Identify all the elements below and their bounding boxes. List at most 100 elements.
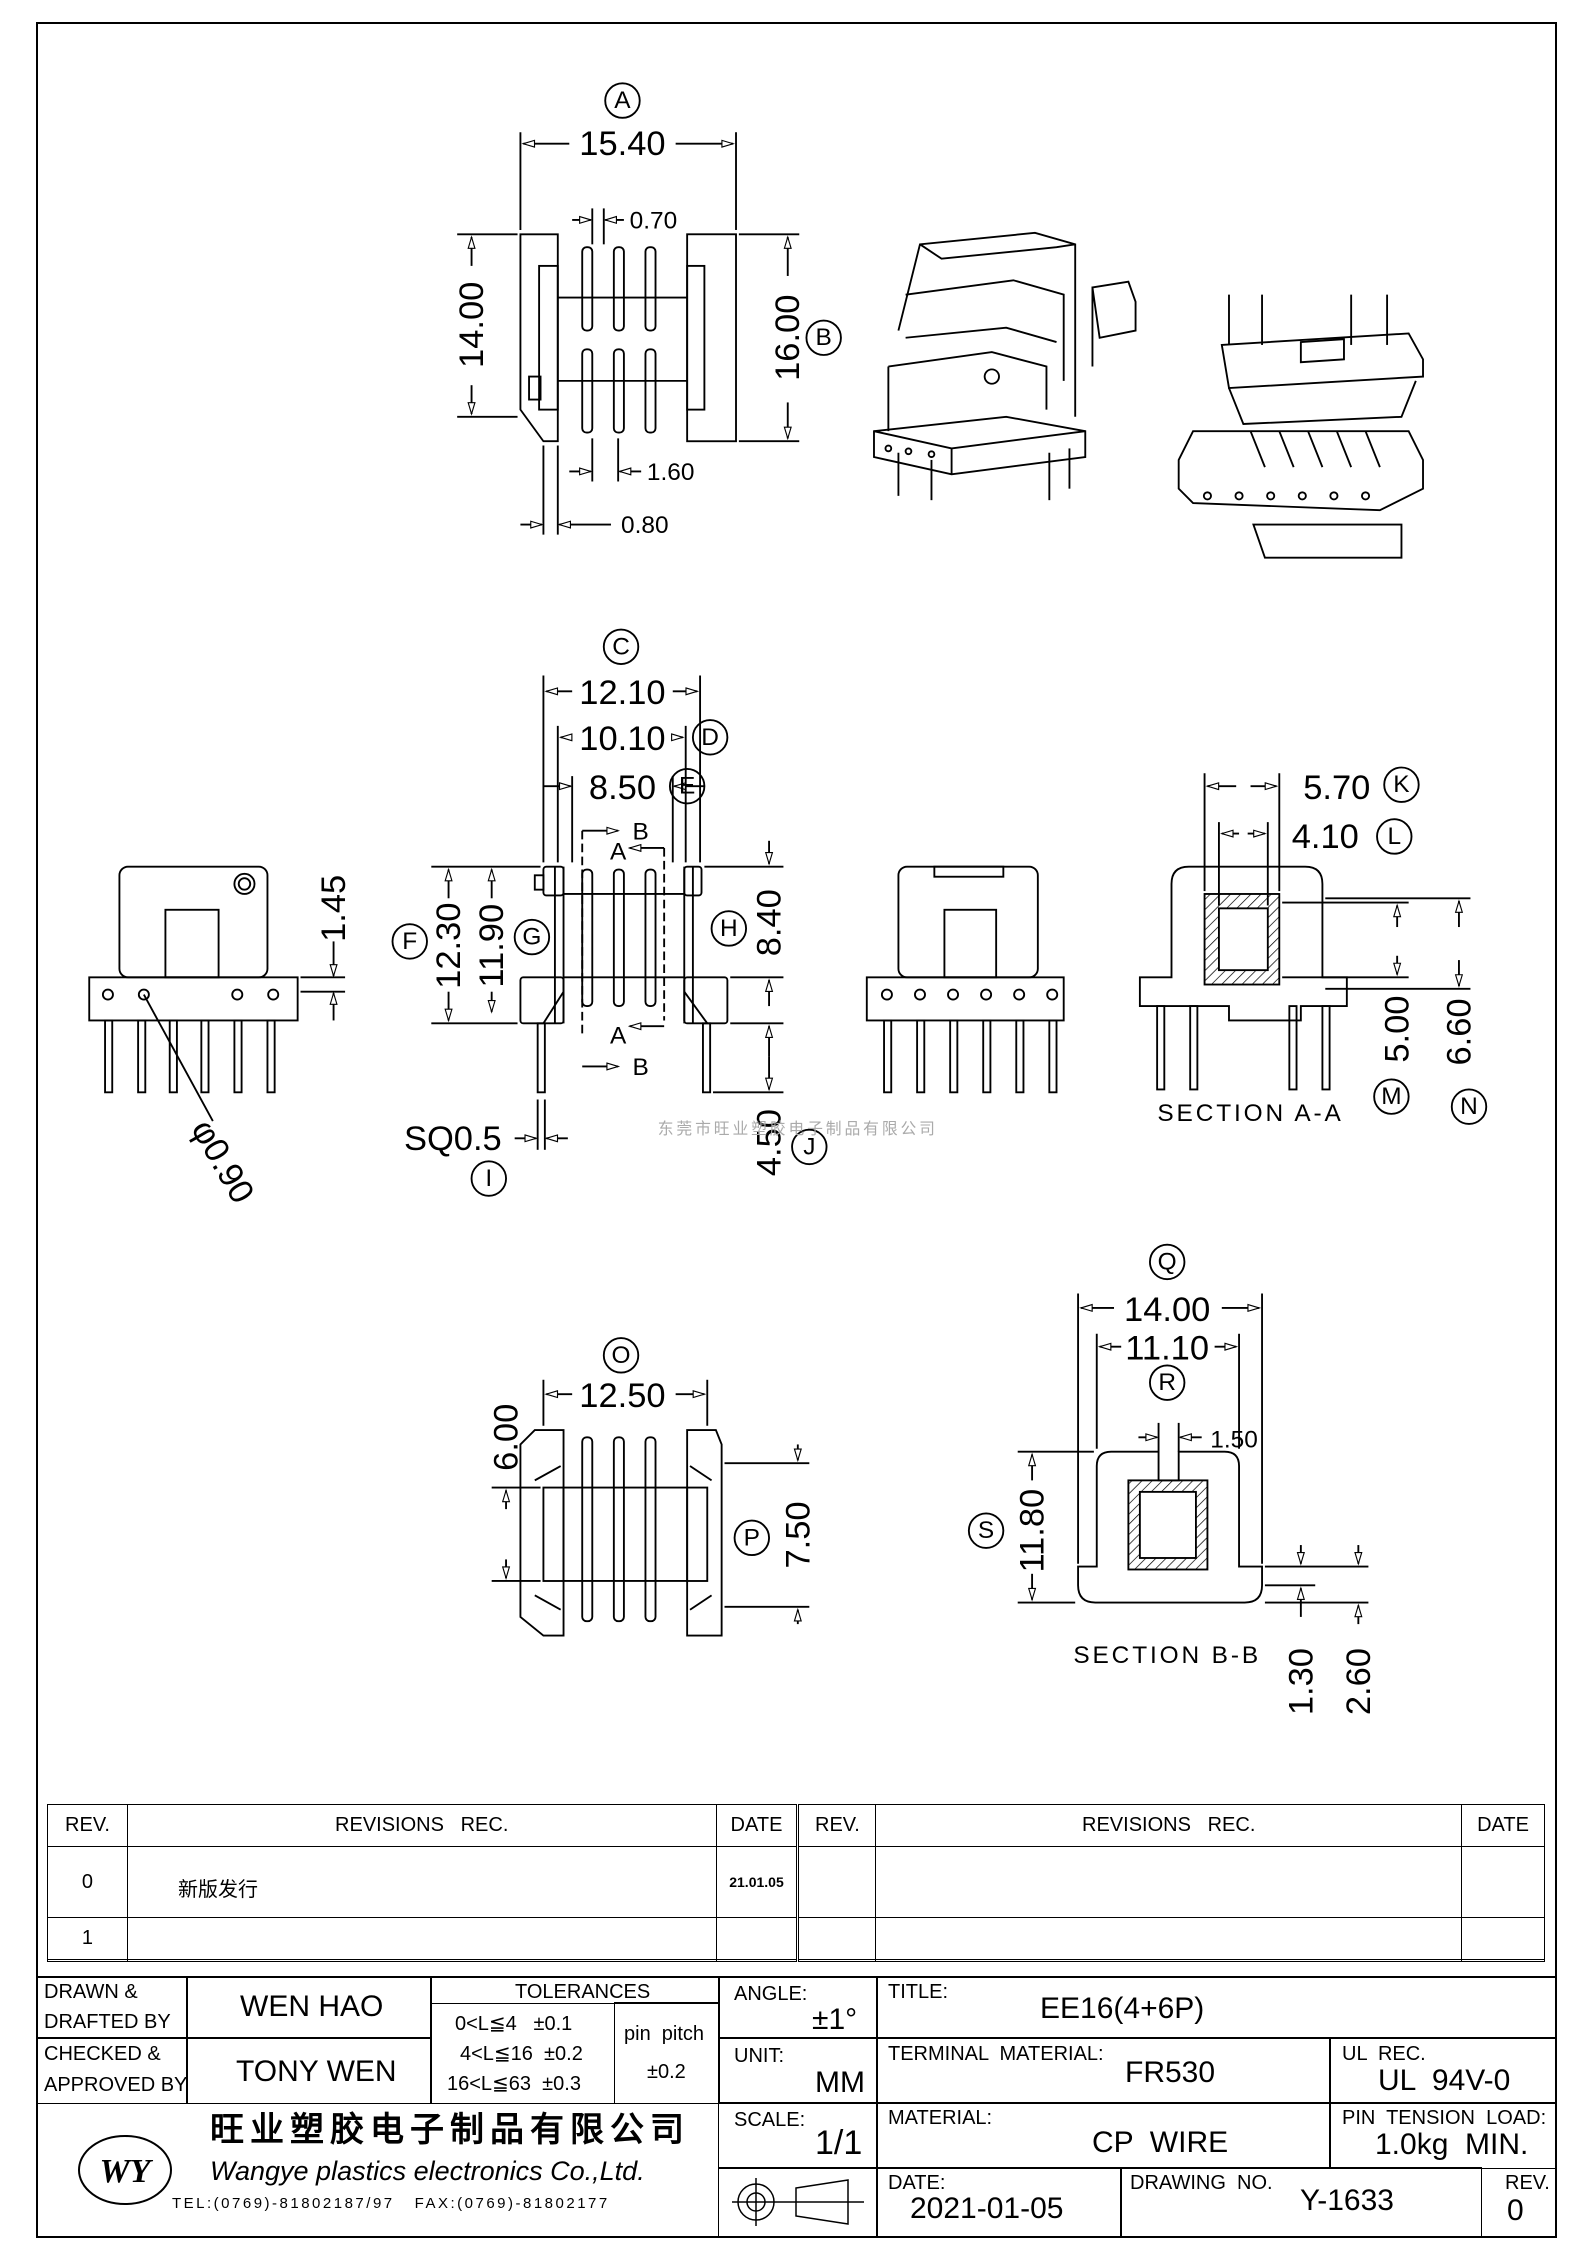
revision-row: 0 新版发行 21.01.05	[47, 1846, 1546, 1918]
rev-date	[715, 1959, 799, 1962]
dim-f: 12.30	[430, 903, 468, 989]
label-s: S	[978, 1517, 994, 1544]
label-g: G	[522, 924, 541, 951]
dim-s: 11.80	[1014, 1489, 1052, 1573]
section-aa-view	[1138, 766, 1488, 1125]
section-b-top: B	[633, 818, 649, 845]
dim-h: 8.40	[751, 889, 789, 956]
dim-height-left: 14.00	[453, 282, 491, 368]
isometric-view-1	[873, 231, 1137, 501]
label-c: C	[612, 633, 630, 660]
label-f: F	[402, 928, 417, 955]
pin-tension-value: 1.0kg MIN.	[1375, 2128, 1529, 2161]
dim-k: 5.70	[1303, 769, 1370, 807]
label-r: R	[1158, 1369, 1176, 1396]
dim-e: 8.50	[589, 769, 656, 807]
date-value: 2021-01-05	[910, 2192, 1064, 2225]
dim-pin-diameter: φ0.90	[184, 1113, 262, 1209]
dim-side: 1.45	[315, 875, 353, 942]
section-bb-title: SECTION B-B	[1073, 1642, 1261, 1669]
unit-value: MM	[815, 2066, 865, 2099]
side-view	[88, 865, 346, 1122]
label-h: H	[720, 915, 738, 942]
dim-p: 7.50	[779, 1501, 817, 1568]
approved-by: TONY WEN	[236, 2055, 397, 2088]
checked-label: CHECKED &	[44, 2043, 161, 2065]
angle-value: ±1°	[812, 2003, 858, 2036]
ul-rec-value: UL 94V-0	[1378, 2064, 1511, 2097]
label-k: K	[1393, 771, 1410, 798]
dim-m: 5.00	[1379, 996, 1417, 1063]
dim-j: 4.50	[751, 1109, 789, 1176]
dim-c: 12.10	[579, 674, 665, 712]
scale-value: 1/1	[815, 2124, 863, 2162]
revision-row: 1	[47, 1916, 1546, 1961]
watermark: 东莞市旺业塑胶电子制品有限公司	[658, 1120, 938, 1138]
rev-number: 1	[47, 1916, 128, 1961]
dim-bb-2: 2.60	[1340, 1648, 1378, 1715]
header-rev: REV.	[47, 1803, 128, 1848]
rev-description: 新版发行	[126, 1846, 717, 1918]
label-p: P	[744, 1524, 760, 1551]
drawn-label: DRAWN &	[44, 1981, 138, 2003]
top-view	[457, 82, 842, 535]
tolerance-range: 16<L≦63 ±0.3	[447, 2073, 581, 2095]
dim-g: 11.90	[473, 904, 511, 988]
label-m: M	[1381, 1083, 1401, 1110]
scale-label: SCALE:	[734, 2109, 806, 2131]
rev-description	[126, 1916, 717, 1961]
ul-rec-label: UL REC.	[1342, 2043, 1426, 2065]
approved-label: APPROVED BY	[44, 2074, 188, 2096]
header-rec: REVISIONS REC.	[126, 1803, 717, 1848]
company-contact: TEL:(0769)-81802187/97 FAX:(0769)-818021…	[172, 2195, 610, 2212]
rev-date	[715, 1916, 799, 1961]
rev-description	[126, 1959, 717, 1962]
dim-width: 15.40	[579, 125, 665, 163]
material-value: CP WIRE	[1092, 2126, 1229, 2159]
pin-pitch-label: pin pitch	[624, 2023, 705, 2045]
label-a: A	[614, 87, 631, 114]
svg-text:WY: WY	[100, 2153, 154, 2190]
dim-r: 11.10	[1125, 1330, 1209, 1368]
company-logo: WY	[78, 2135, 172, 2205]
bottom-view	[491, 1337, 810, 1637]
label-i: I	[485, 1165, 492, 1192]
dim-o: 12.50	[579, 1377, 665, 1415]
material-label: MATERIAL:	[888, 2107, 993, 2129]
rev-value: 0	[1507, 2194, 1524, 2227]
header-rec-2: REVISIONS REC.	[875, 1803, 1462, 1848]
projection-symbol-icon	[732, 2178, 864, 2226]
header-date: DATE	[715, 1803, 799, 1848]
terminal-material-label: TERMINAL MATERIAL:	[888, 2043, 1104, 2065]
dim-gap: 1.60	[647, 459, 695, 486]
label-j: J	[803, 1133, 815, 1160]
company-name-cn: 旺业塑胶电子制品有限公司	[210, 2110, 690, 2150]
rev-date: 21.01.05	[715, 1846, 799, 1918]
company-name-en: Wangye plastics electronics Co.,Ltd.	[210, 2156, 645, 2186]
drawing-no-value: Y-1633	[1300, 2184, 1394, 2217]
dim-q: 14.00	[1124, 1291, 1210, 1329]
section-bb-view	[967, 1243, 1369, 1625]
section-a-top: A	[610, 838, 627, 865]
terminal-material-value: FR530	[1125, 2056, 1216, 2089]
drawing-no-label: DRAWING NO.	[1130, 2172, 1273, 2194]
dim-height-right: 16.00	[769, 295, 807, 381]
rev-number: 0	[47, 1846, 128, 1918]
label-n: N	[1460, 1093, 1478, 1120]
dim-l: 4.10	[1292, 818, 1359, 856]
dim-slot: 1.50	[1210, 1426, 1258, 1453]
tolerance-range: 0<L≦4 ±0.1	[455, 2013, 573, 2035]
revisions-header: REV. REVISIONS REC. DATE REV. REVISIONS …	[47, 1803, 1546, 1848]
pin-pitch-value: ±0.2	[647, 2061, 686, 2083]
label-l: L	[1387, 823, 1401, 850]
label-o: O	[612, 1342, 631, 1369]
pin-tension-label: PIN TENSION LOAD:	[1342, 2107, 1547, 2129]
tolerance-range: 4<L≦16 ±0.2	[460, 2043, 583, 2065]
dim-n: 6.60	[1440, 998, 1478, 1065]
dim-bottom-left: 6.00	[488, 1404, 526, 1471]
title-label: TITLE:	[888, 1981, 949, 2003]
isometric-view-2	[1177, 294, 1424, 559]
header-rev-2: REV.	[796, 1803, 877, 1848]
front-view	[391, 628, 828, 1197]
